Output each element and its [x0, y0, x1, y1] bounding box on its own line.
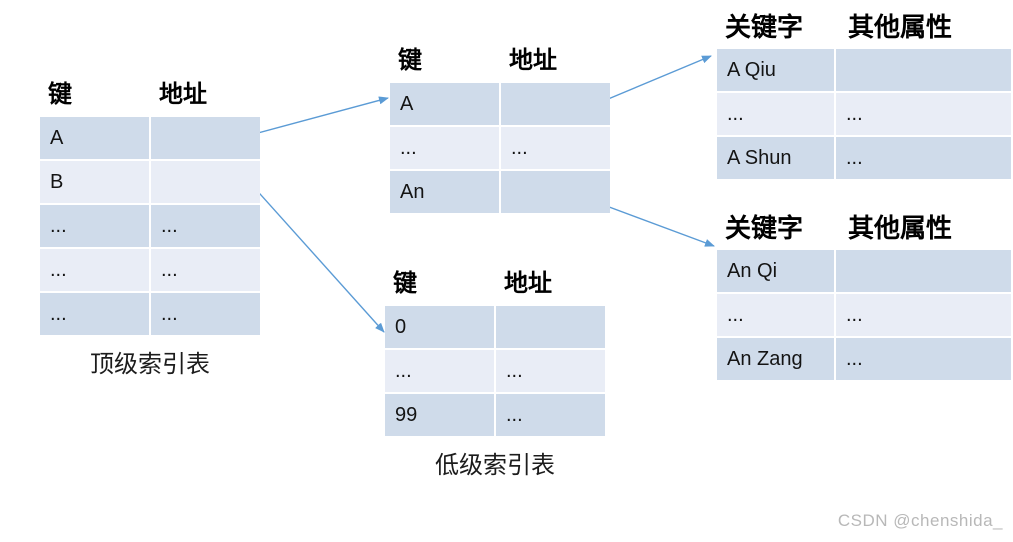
arrow-top-a-to-second-index-icon: [242, 96, 389, 138]
cell-key: A: [390, 83, 499, 125]
cell-keyword: An Qi: [717, 250, 834, 292]
arrow-top-b-to-low-index-icon: [242, 174, 385, 333]
cell-address: ...: [151, 293, 260, 335]
cell-keyword: A Qiu: [717, 49, 834, 91]
table-header-row: 关键字 其他属性: [717, 12, 1011, 49]
column-header-address: 地址: [159, 81, 207, 108]
column-header-address: 地址: [509, 47, 557, 74]
cell-key: ...: [390, 127, 499, 169]
cell-other-attrs: ...: [836, 294, 1011, 336]
cell-address: [151, 117, 260, 159]
table-header-row: 键 地址: [385, 269, 605, 306]
column-header-key: 键: [398, 47, 422, 74]
cell-other-attrs: [836, 250, 1011, 292]
column-header-address: 地址: [504, 270, 552, 297]
cell-keyword: ...: [717, 294, 834, 336]
cell-address: [151, 161, 260, 203]
cell-address: ...: [496, 350, 605, 392]
cell-other-attrs: ...: [836, 338, 1011, 380]
table-body: A B ... ... ... ... ... ...: [40, 117, 260, 335]
table-body: A Qiu ... ... A Shun ...: [717, 49, 1011, 179]
cell-other-attrs: [836, 49, 1011, 91]
record-table-a: 关键字 其他属性 A Qiu ... ... A Shun ...: [717, 12, 1011, 179]
cell-keyword: ...: [717, 93, 834, 135]
cell-key: 0: [385, 306, 494, 348]
cell-key: An: [390, 171, 499, 213]
cell-key: ...: [40, 293, 149, 335]
column-header-keyword: 关键字: [725, 12, 804, 42]
cell-key: ...: [385, 350, 494, 392]
second-level-index-table-a: 键 地址 A ... ... An: [390, 46, 610, 213]
table-header-row: 键 地址: [40, 80, 260, 117]
column-header-other-attrs: 其他属性: [848, 12, 953, 42]
cell-key: ...: [40, 205, 149, 247]
cell-keyword: An Zang: [717, 338, 834, 380]
column-header-other-attrs: 其他属性: [848, 213, 953, 243]
cell-key: 99: [385, 394, 494, 436]
table-body: A ... ... An: [390, 83, 610, 213]
column-header-key: 键: [48, 81, 72, 108]
cell-key: B: [40, 161, 149, 203]
record-table-an: 关键字 其他属性 An Qi ... ... An Zang ...: [717, 213, 1011, 380]
cell-address: ...: [501, 127, 610, 169]
cell-address: [501, 83, 610, 125]
table-caption: 低级索引表: [435, 453, 555, 479]
cell-address: ...: [496, 394, 605, 436]
cell-address: ...: [151, 249, 260, 291]
column-header-key: 键: [393, 270, 417, 297]
table-body: An Qi ... ... An Zang ...: [717, 250, 1011, 380]
watermark: CSDN @chenshida_: [837, 511, 1003, 530]
table-body: 0 ... ... 99 ...: [385, 306, 605, 436]
table-header-row: 键 地址: [390, 46, 610, 83]
cell-other-attrs: ...: [836, 93, 1011, 135]
column-header-keyword: 关键字: [725, 213, 804, 243]
cell-address: [496, 306, 605, 348]
cell-keyword: A Shun: [717, 137, 834, 179]
cell-other-attrs: ...: [836, 137, 1011, 179]
cell-key: A: [40, 117, 149, 159]
top-index-table: 键 地址 A B ... ... ... ... ... ... 顶级索引表: [40, 80, 260, 379]
cell-address: [501, 171, 610, 213]
cell-key: ...: [40, 249, 149, 291]
table-header-row: 关键字 其他属性: [717, 213, 1011, 250]
low-level-index-table: 键 地址 0 ... ... 99 ... 低级索引表: [385, 269, 605, 480]
cell-address: ...: [151, 205, 260, 247]
table-caption: 顶级索引表: [90, 352, 210, 378]
